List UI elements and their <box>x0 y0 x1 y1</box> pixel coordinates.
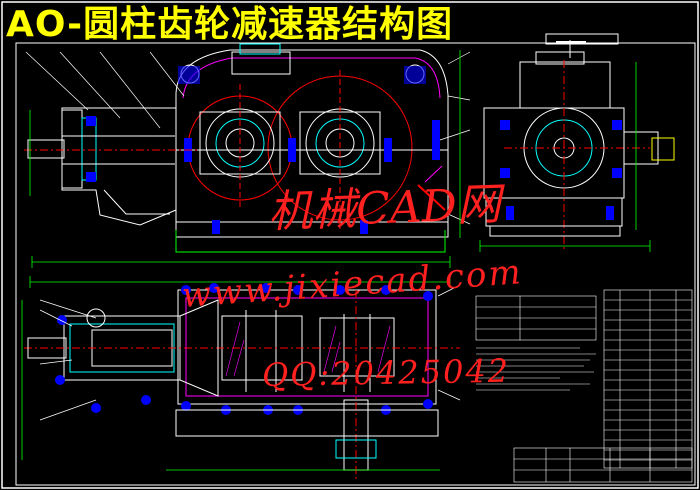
title-block <box>513 447 693 483</box>
sheet-border-inner <box>15 42 696 486</box>
parts-list <box>603 289 693 469</box>
watermark-brand: 机械CAD网 <box>267 178 502 238</box>
front-view <box>24 43 471 268</box>
title-block-tab <box>545 33 619 45</box>
feature-table <box>475 295 597 341</box>
side-view <box>479 40 675 252</box>
watermark-qq: QQ:20425042 <box>261 351 511 394</box>
drawing-title: AO-圆柱齿轮减速器结构图 <box>6 4 454 45</box>
top-view <box>21 276 461 480</box>
technical-notes <box>476 347 596 391</box>
